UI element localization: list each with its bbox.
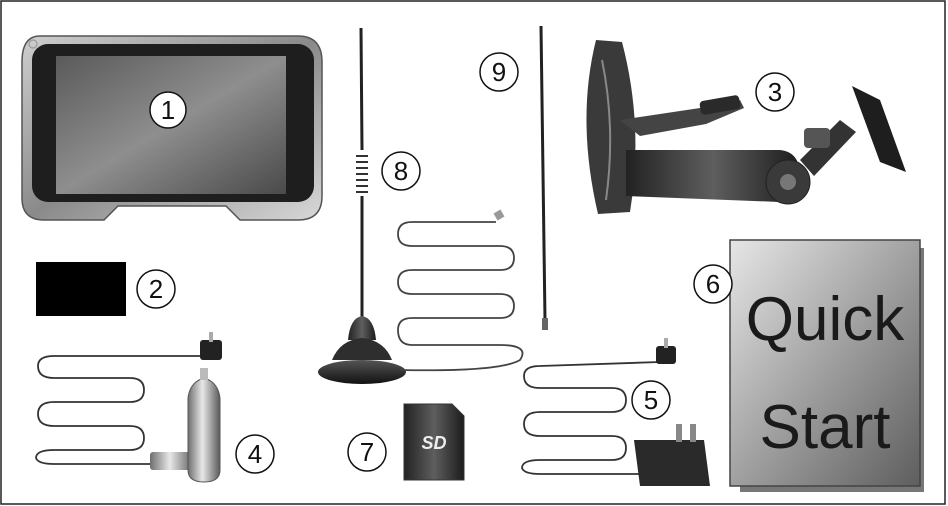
callout-5: 5 (631, 380, 671, 420)
svg-text:4: 4 (248, 439, 262, 469)
black-rectangle-icon (36, 262, 126, 316)
svg-text:9: 9 (492, 57, 506, 87)
ac-wall-adapter-cable-icon (521, 338, 710, 486)
svg-text:1: 1 (161, 95, 175, 125)
sd-card-icon: SD (403, 403, 465, 481)
callout-8: 8 (381, 151, 421, 191)
callout-2: 2 (136, 269, 176, 309)
svg-text:3: 3 (768, 77, 782, 107)
car-charger-cable-icon (35, 332, 222, 483)
svg-text:8: 8 (394, 156, 408, 186)
sd-logo: SD (421, 433, 446, 453)
svg-text:7: 7 (360, 437, 374, 467)
callout-7: 7 (347, 432, 387, 472)
svg-text:5: 5 (644, 385, 658, 415)
magnetic-base-antenna-icon (318, 27, 524, 384)
callout-3: 3 (755, 72, 795, 112)
callout-6: 6 (693, 264, 733, 304)
svg-text:6: 6 (706, 269, 720, 299)
callout-4: 4 (235, 434, 275, 474)
quick-start-line2: Start (760, 393, 891, 462)
callout-9: 9 (479, 52, 519, 92)
quick-start-line1: Quick (746, 285, 905, 354)
svg-text:2: 2 (149, 274, 163, 304)
quick-start-booklet-icon: Quick Start (729, 239, 924, 492)
callout-1: 1 (149, 91, 187, 129)
whip-antenna-icon (539, 25, 548, 330)
suction-cup-mount-icon (586, 40, 906, 214)
